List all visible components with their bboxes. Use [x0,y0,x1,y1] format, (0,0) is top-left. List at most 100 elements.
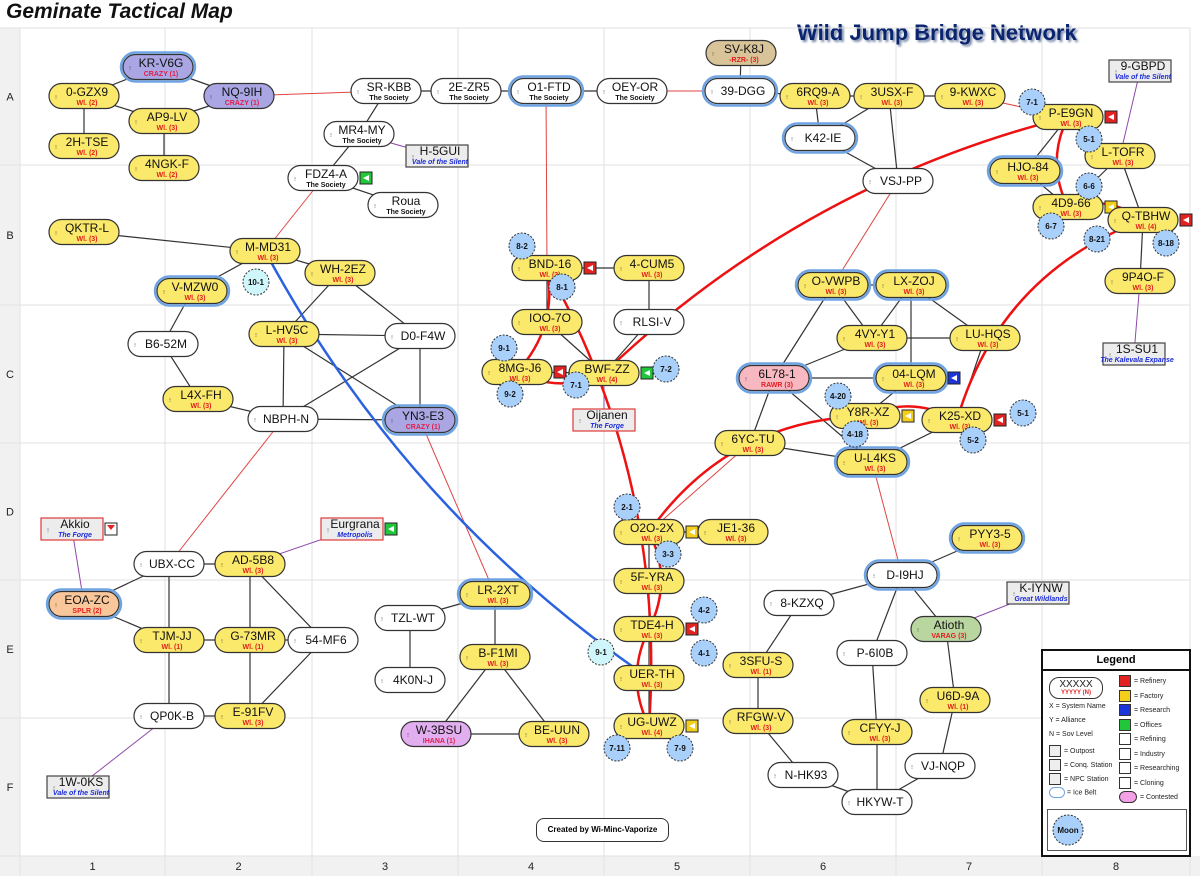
system-node[interactable]: D0-F4W⋮ [384,322,456,350]
system-node[interactable]: 6RQ9-AWl. (3)⋮ [779,82,851,110]
system-node[interactable]: 4NGK-FWl. (2)⋮ [128,154,200,182]
system-node[interactable]: RFGW-VWl. (3)⋮ [722,707,794,735]
system-node[interactable]: D-I9HJ⋮ [863,559,941,591]
moon-marker[interactable]: 10-1 [242,268,270,296]
moon-marker[interactable]: 6-6 [1075,172,1103,200]
moon-marker[interactable]: 4-20 [824,382,852,410]
system-node[interactable]: VJ-NQP⋮ [904,752,976,780]
system-node[interactable]: UBX-CC⋮ [133,550,205,578]
system-node[interactable]: 54-MF6⋮ [287,626,359,654]
system-node[interactable]: 8-KZXQ⋮ [763,589,835,617]
moon-marker[interactable]: 7-9 [666,734,694,762]
system-node[interactable]: HKYW-T⋮ [841,788,913,816]
system-node[interactable]: 9P4O-FWl. (3)⋮ [1104,267,1176,295]
moon-marker[interactable]: 5-2 [959,426,987,454]
moon-marker[interactable]: 5-1 [1009,399,1037,427]
moon-marker[interactable]: 8-1 [548,273,576,301]
system-node[interactable]: QKTR-LWl. (3)⋮ [48,218,120,246]
moon-marker[interactable]: 7-1 [562,371,590,399]
system-node[interactable]: CFYY-JWl. (3)⋮ [841,718,913,746]
moon-marker[interactable]: 8-21 [1083,225,1111,253]
moon-marker[interactable]: 7-2 [652,355,680,383]
system-node[interactable]: SV-K8J-RZR- (3)⋮ [705,39,777,67]
system-node[interactable]: 3USX-FWl. (3)⋮ [853,82,925,110]
system-node[interactable]: 4K0N-J⋮ [374,666,446,694]
moon-marker[interactable]: 4-2 [690,596,718,624]
moon-marker[interactable]: 7-11 [603,734,631,762]
system-node[interactable]: PYY3-5Wl. (3)⋮ [948,522,1026,554]
moon-marker[interactable]: 7-1 [1018,88,1046,116]
system-node[interactable]: VSJ-PP⋮ [862,167,934,195]
moon-marker[interactable]: 8-18 [1152,229,1180,257]
system-node[interactable]: 3SFU-SWl. (1)⋮ [722,651,794,679]
system-node[interactable]: N-HK93⋮ [767,761,839,789]
system-node[interactable]: NBPH-N⋮ [247,405,319,433]
moon-marker[interactable]: 8-2 [508,232,536,260]
moon-marker[interactable]: 3-3 [654,540,682,568]
moon-marker[interactable]: 2-1 [613,493,641,521]
system-node[interactable]: RLSI-V⋮ [613,308,685,336]
moon-marker[interactable]: 4-18 [841,420,869,448]
system-node[interactable]: K42-IE⋮ [781,122,859,154]
moon-marker[interactable]: 5-1 [1075,125,1103,153]
moon-marker[interactable]: 4-1 [690,639,718,667]
system-node[interactable]: B6-52M⋮ [127,330,199,358]
system-node[interactable]: QP0K-B⋮ [133,702,205,730]
system-node[interactable]: 39-DGG⋮ [701,75,779,107]
moon-marker[interactable]: 9-1 [587,638,615,666]
system-node[interactable]: P-6I0B⋮ [836,639,908,667]
